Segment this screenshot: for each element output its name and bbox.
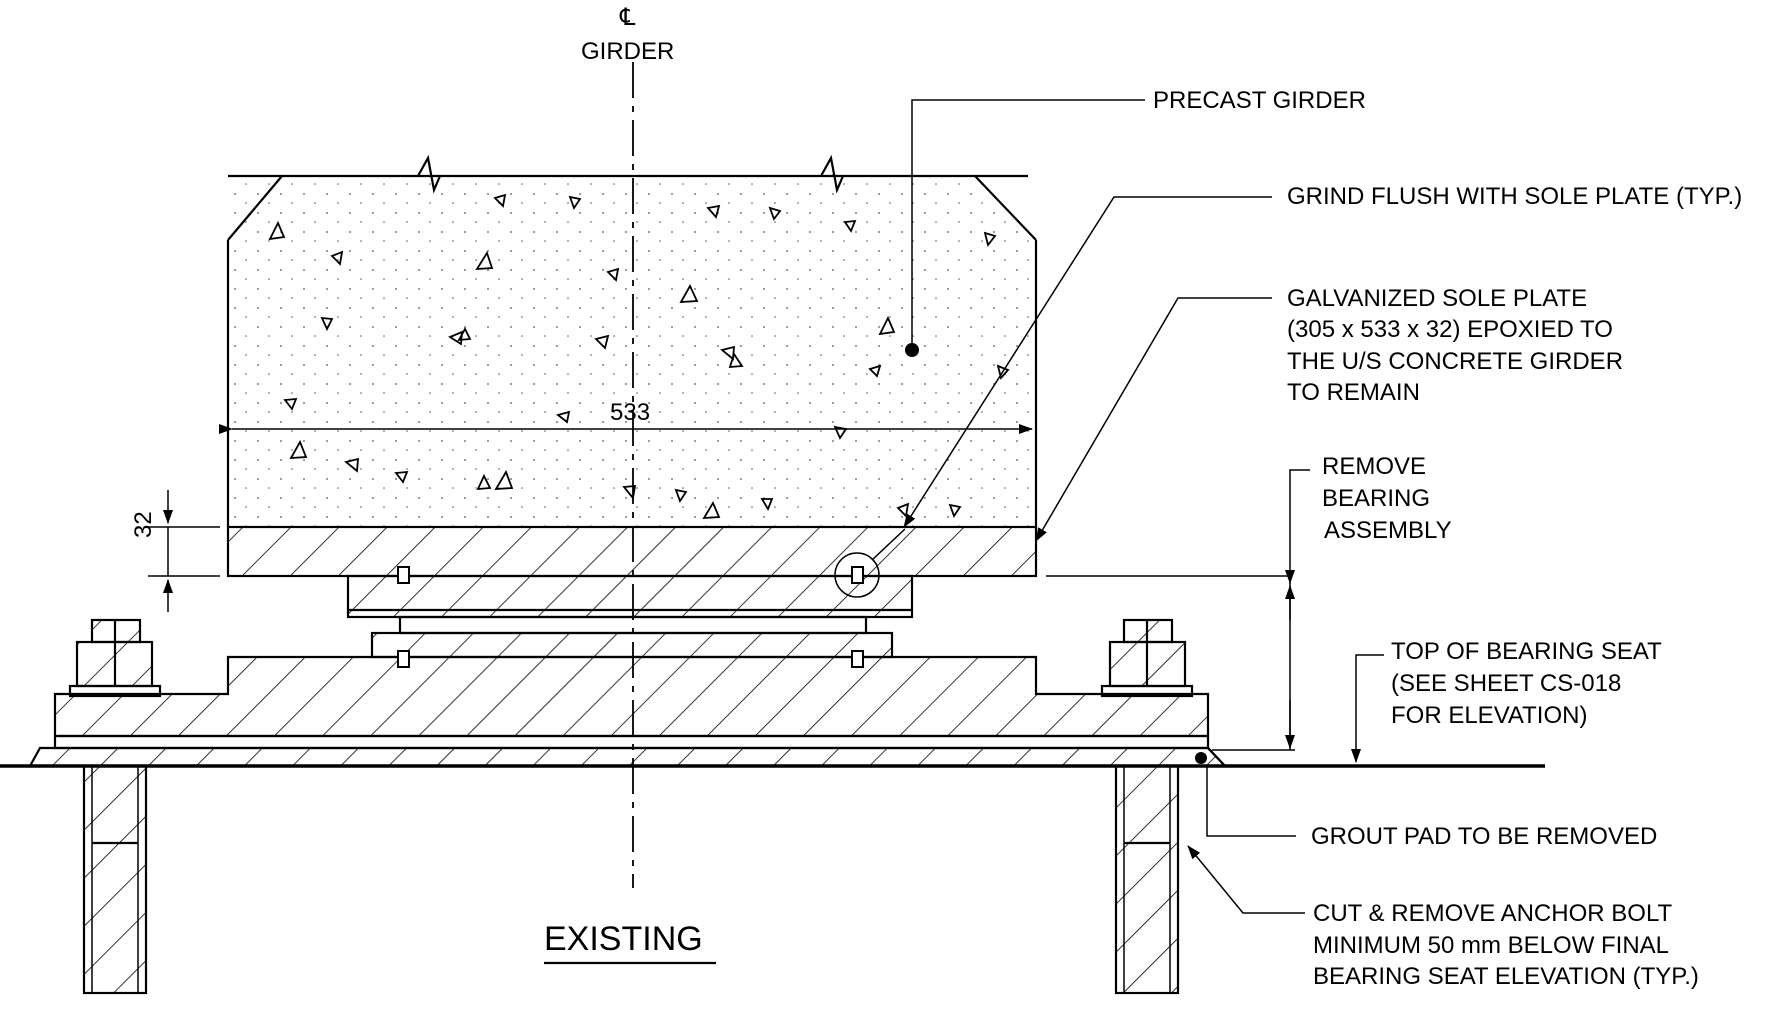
anchor-bolt-line-3: BEARING SEAT ELEVATION (TYP.) bbox=[1313, 963, 1699, 990]
remove-bearing-line-2: BEARING bbox=[1322, 485, 1431, 512]
grout-pad-dot bbox=[1195, 752, 1207, 764]
precast-girder-section bbox=[226, 154, 1038, 527]
bearing-assembly bbox=[28, 552, 1228, 768]
callout-precast-girder: PRECAST GIRDER bbox=[1153, 87, 1366, 114]
left-anchor-bolt bbox=[68, 618, 162, 995]
thickness-dimension bbox=[148, 490, 220, 612]
grout-pad bbox=[1207, 747, 1226, 767]
remove-bearing-line-1: REMOVE bbox=[1322, 453, 1427, 480]
sole-plate bbox=[226, 525, 1038, 578]
right-anchor-bolt bbox=[1100, 618, 1194, 995]
bearing-seat-line-2: (SEE SHEET CS-018 bbox=[1391, 670, 1622, 697]
callout-grind-flush: GRIND FLUSH WITH SOLE PLATE (TYP.) bbox=[1287, 183, 1743, 210]
bearing-seat-line-1: TOP OF BEARING SEAT bbox=[1391, 638, 1662, 665]
bearing-seat-line-3: FOR ELEVATION) bbox=[1391, 702, 1588, 729]
centerline-label: GIRDER bbox=[581, 38, 675, 65]
centerline-symbol: ℄ bbox=[620, 4, 636, 31]
leader-lines bbox=[871, 99, 1384, 914]
callout-grout-pad: GROUT PAD TO BE REMOVED bbox=[1311, 823, 1658, 850]
drawing-title: EXISTING bbox=[544, 920, 703, 958]
remove-bearing-line-3: ASSEMBLY bbox=[1324, 517, 1452, 544]
sole-plate-line-3: THE U/S CONCRETE GIRDER bbox=[1287, 348, 1624, 375]
anchor-bolt-line-1: CUT & REMOVE ANCHOR BOLT bbox=[1313, 900, 1673, 927]
sole-plate-line-1: GALVANIZED SOLE PLATE bbox=[1287, 285, 1588, 312]
aggregate-triangles bbox=[268, 193, 1010, 520]
anchor-bolt-line-2: MINIMUM 50 mm BELOW FINAL bbox=[1313, 932, 1670, 959]
sole-plate-line-4: TO REMAIN bbox=[1287, 379, 1420, 406]
dimension-32: 32 bbox=[130, 511, 157, 538]
dimension-533: 533 bbox=[610, 399, 651, 426]
sole-plate-line-2: (305 x 533 x 32) EPOXIED TO bbox=[1287, 316, 1613, 343]
